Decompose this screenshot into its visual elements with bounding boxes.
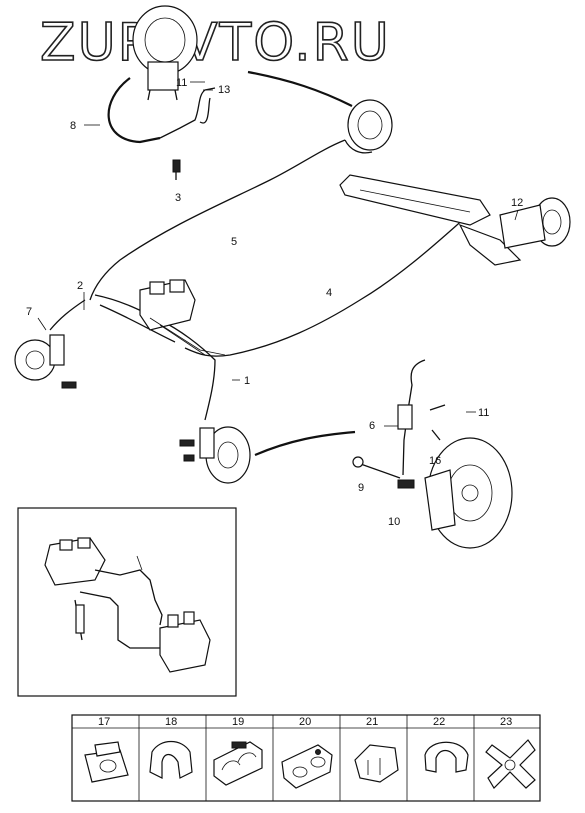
clip-header-19: 19 (232, 716, 244, 728)
pipe-clip-icon-19 (213, 741, 263, 786)
clip-header-17: 17 (98, 716, 110, 728)
callout-7: 7 (26, 306, 32, 318)
rear-drum-top (132, 5, 198, 101)
pipe-clip-icon-22 (424, 741, 469, 773)
brake-line-5 (89, 139, 346, 301)
watermark: ZUPAVTO.RU (40, 13, 391, 73)
clip-header-18: 18 (165, 716, 177, 728)
callout-3: 3 (175, 192, 181, 204)
rear-hub-12 (499, 197, 571, 249)
pipe-clip-icon-23 (485, 739, 536, 789)
detail-front-disc (352, 359, 513, 549)
front-left-hub (14, 334, 77, 389)
pipe-clip-icon-21 (354, 744, 399, 783)
callout-9: 9 (358, 482, 364, 494)
brake-hose-8 (107, 77, 161, 144)
rear-axle-beam (339, 174, 522, 266)
brake-line-4 (184, 204, 481, 357)
front-right-disc (179, 426, 251, 484)
callout-8: 8 (70, 120, 76, 132)
callout-11a: 11 (176, 77, 187, 89)
pipe-clip-icon-20 (281, 744, 333, 789)
callout-5: 5 (231, 236, 237, 248)
pipe-clip-icon-18 (149, 740, 193, 779)
clip-table: 17 18 19 20 21 22 23 (71, 714, 541, 802)
callout-12: 12 (511, 197, 523, 209)
callout-4: 4 (326, 287, 332, 299)
callout-6: 6 (369, 420, 375, 432)
callout-10: 10 (388, 516, 400, 528)
master-cylinder (139, 279, 226, 356)
callout-16: 16 (429, 455, 441, 467)
inset-abs-box (17, 507, 237, 697)
clip-header-20: 20 (299, 716, 311, 728)
callout-1: 1 (244, 375, 250, 387)
callout-11b: 11 (478, 407, 489, 419)
clip-header-23: 23 (500, 716, 512, 728)
callout-2: 2 (77, 280, 83, 292)
clip-header-22: 22 (433, 716, 445, 728)
clip-header-21: 21 (366, 716, 378, 728)
bleed-screw-3 (172, 159, 181, 180)
pipe-clip-icon-17 (84, 741, 129, 783)
rear-drum-right (344, 99, 393, 154)
callout-13: 13 (218, 84, 230, 96)
